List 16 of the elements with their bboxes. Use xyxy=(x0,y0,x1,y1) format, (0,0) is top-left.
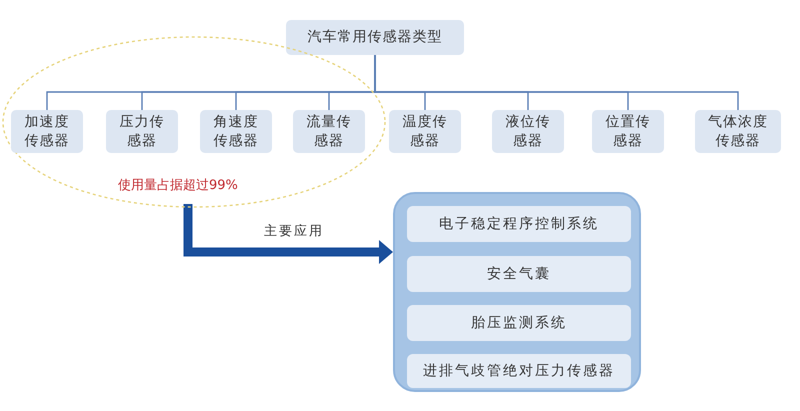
sensor-box: 温度传感器 xyxy=(389,110,461,153)
sensor-box: 加速度传感器 xyxy=(11,110,83,153)
thick-arrow xyxy=(184,204,393,264)
application-box: 进排气歧管绝对压力传感器 xyxy=(407,354,631,388)
sensor-box: 气体浓度传感器 xyxy=(695,110,781,153)
usage-note: 使用量占据超过99% xyxy=(118,177,238,194)
sensor-box: 流量传感器 xyxy=(293,110,365,153)
application-panel xyxy=(393,192,641,392)
application-box: 安全气囊 xyxy=(407,256,631,292)
sensor-box: 液位传感器 xyxy=(492,110,564,153)
application-box: 胎压监测系统 xyxy=(407,305,631,341)
sensor-box: 位置传感器 xyxy=(592,110,664,153)
application-box: 电子稳定程序控制系统 xyxy=(407,206,631,242)
sensor-box: 角速度传感器 xyxy=(200,110,272,153)
sensor-box: 压力传感器 xyxy=(106,110,178,153)
root-box: 汽车常用传感器类型 xyxy=(286,20,464,55)
